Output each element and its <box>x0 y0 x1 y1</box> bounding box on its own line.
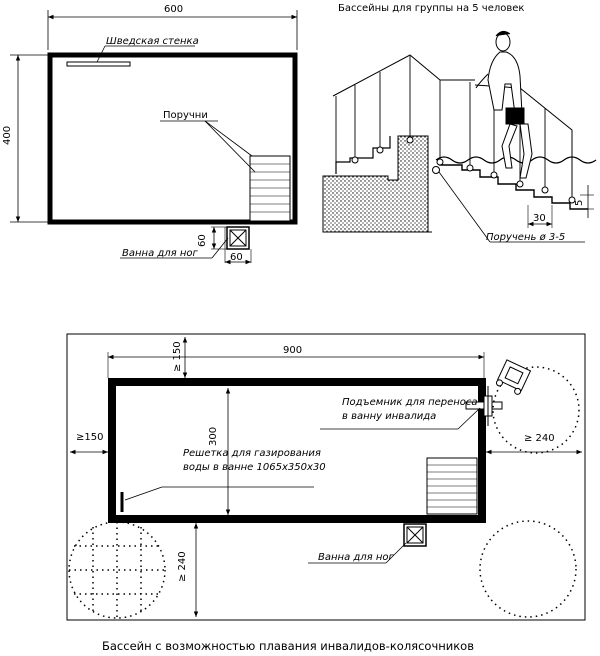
pool-basin <box>108 378 486 523</box>
lift-device <box>465 359 580 454</box>
small-pool-plan: 600 400 Шведская стенка Поручни <box>2 4 298 265</box>
width-dimension-label: 600 <box>164 4 183 15</box>
water-line <box>435 156 597 164</box>
step-depth-label: 30 <box>533 213 546 224</box>
stairs <box>249 155 291 222</box>
section-title: Бассейны для группы на 5 человек <box>338 3 524 14</box>
riser-height-label: 5 <box>574 200 585 206</box>
foot-bath-width-label: 60 <box>230 252 243 263</box>
top-clearance-label: ≥ 150 <box>172 341 183 372</box>
lift-label-line2: в ванну инвалида <box>342 411 436 422</box>
pool-width-label: 900 <box>283 345 302 356</box>
left-clearance-label: ≥150 <box>76 432 103 443</box>
pool-section-view: Бассейны для группы на 5 человек <box>322 3 597 243</box>
pool-outline <box>47 52 298 225</box>
swedish-wall-label: Шведская стенка <box>106 36 199 47</box>
pool-wall <box>322 135 429 233</box>
person-figure <box>475 30 533 179</box>
foot-bath-label: Ванна для ног <box>122 248 199 259</box>
swedish-wall <box>66 61 131 67</box>
lift-label-line1: Подъемник для переноса <box>342 397 478 408</box>
grate-label-line2: воды в ванне 1065x350x30 <box>183 462 326 473</box>
height-dimension-label: 400 <box>2 126 13 145</box>
right-clearance-label: ≥ 240 <box>524 433 555 444</box>
grate-label-line1: Решетка для газирования <box>183 448 321 459</box>
turning-circle-left <box>68 521 166 619</box>
foot-bath-bottom-label: Ванна для ног <box>318 552 395 563</box>
handrail-diameter-label: Поручень ø 3-5 <box>486 232 565 243</box>
wheelchair-pool-plan: 900 ≥ 150 300 ≥150 ≥ 240 ≥ 240 <box>66 333 586 653</box>
room-outline <box>66 333 586 621</box>
pool-height-label: 300 <box>208 427 219 446</box>
bottom-clearance-label: ≥ 240 <box>177 551 188 582</box>
stair-profile <box>439 160 588 210</box>
foot-bath-height-label: 60 <box>197 234 208 247</box>
handrails-label: Поручни <box>163 110 208 121</box>
bottom-caption: Бассейн с возможностью плавания инвалидо… <box>102 639 474 653</box>
turning-circle-right <box>479 520 577 618</box>
